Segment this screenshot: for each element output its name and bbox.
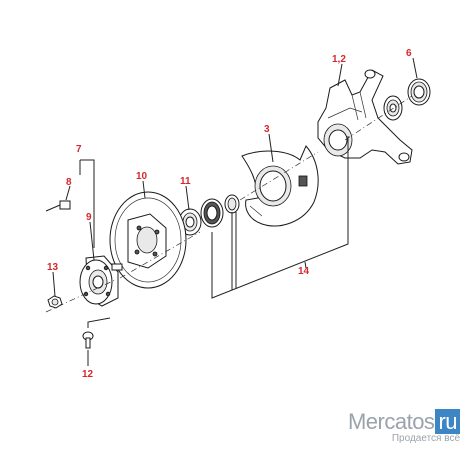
watermark-tld: ru [435,409,460,434]
bolt [82,331,94,349]
leader-lines [45,57,418,366]
seal-cap [407,78,431,106]
wheel-hub [79,255,123,307]
callout-12: 12 [82,369,94,380]
callout-13: 13 [47,262,59,273]
watermark-brand: Mercatos [347,409,435,434]
steering-knuckle [317,69,413,165]
callout-8: 8 [66,177,72,188]
callout-9: 9 [86,212,92,223]
callout-11: 11 [180,176,191,187]
callout-1-2: 1,2 [332,54,346,65]
dust-shield [241,145,319,227]
brake-disc [109,191,187,289]
inner-bearing-set [200,194,240,228]
watermark-tagline: Продается всё [391,433,460,444]
callout-7: 7 [76,144,82,155]
wheel-stud [45,200,71,212]
seal-ring [178,208,202,236]
callout-14: 14 [298,266,310,277]
callout-labels: 1,2 6 3 7 8 9 10 11 13 14 12 [47,48,412,380]
callout-3: 3 [264,124,270,135]
callout-10: 10 [136,171,148,182]
knuckle-bearing [383,95,403,121]
hub-nut [47,295,63,309]
callout-6: 6 [406,48,412,59]
